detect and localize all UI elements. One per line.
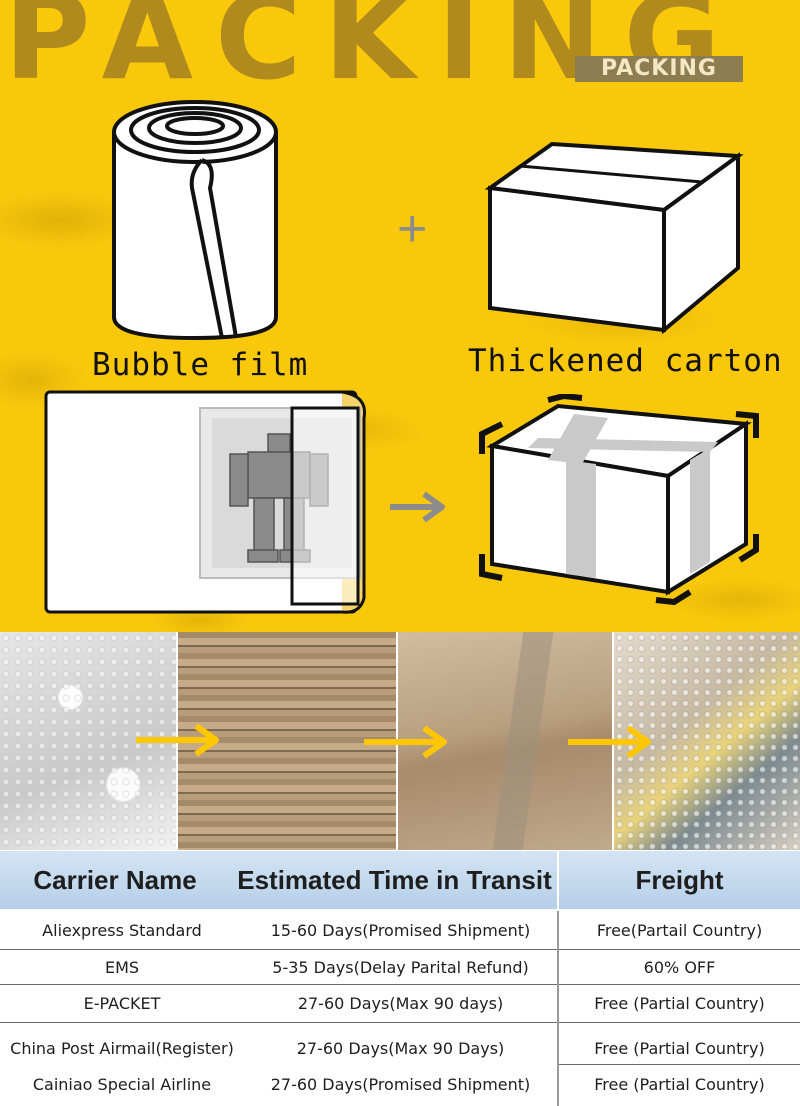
bubble-wrapped-package-photo [614,632,800,850]
table-row: Aliexpress Standard 15-60 Days(Promised … [0,911,800,949]
freight-cell: Free (Partial Country) [594,993,765,1013]
table-header: Carrier Name Estimated Time in Transit F… [0,851,800,909]
freight-cell: Free (Partial Country) [594,1074,765,1094]
arrow-right-icon [568,725,651,759]
header-carrier-name: Carrier Name [33,865,197,895]
transit-cell: 27-60 Days(Promised Shipment) [270,1074,531,1094]
table-row: E-PACKET 27-60 Days(Max 90 days) Free (P… [0,985,800,1021]
carrier-cell: Aliexpress Standard [42,920,202,940]
carrier-cell: Cainiao Special Airline [32,1074,212,1094]
header-freight: Freight [635,865,724,895]
plus-icon: + [397,200,428,258]
carton-box-icon [484,141,744,335]
carrier-cell: E-PACKET [83,993,161,1013]
header-divider [557,851,559,909]
bubble-film-label: Bubble film [92,347,309,383]
transit-cell: 27-60 Days(Max 90 Days) [296,1038,505,1058]
column-divider [557,911,559,1106]
carrier-cell: China Post Airmail(Register) [10,1038,234,1058]
row-divider [0,949,800,950]
arrow-right-icon [364,725,447,759]
header-transit-time: Estimated Time in Transit [237,865,552,895]
transit-cell: 27-60 Days(Max 90 days) [297,993,504,1013]
carrier-cell: EMS [104,957,140,977]
row-divider [0,984,800,985]
freight-cell: 60% OFF [643,957,716,977]
row-divider [559,1064,800,1065]
freight-cell: Free (Partial Country) [594,1038,765,1058]
packaging-photo-strip [0,632,800,850]
bubble-film-roll-icon [112,100,278,341]
shipping-table: Carrier Name Estimated Time in Transit F… [0,851,800,1106]
transit-cell: 5-35 Days(Delay Parital Refund) [272,957,529,977]
freight-cell: Free(Partail Country) [596,920,763,940]
table-row: EMS 5-35 Days(Delay Parital Refund) 60% … [0,950,800,984]
arrow-right-icon [136,723,219,757]
thickened-carton-label: Thickened carton [468,343,783,379]
table-row: Cainiao Special Airline 27-60 Days(Promi… [0,1067,800,1101]
sealed-carton-box-icon [479,394,759,606]
row-divider [0,1022,800,1023]
arrow-right-icon [390,491,445,523]
table-row: China Post Airmail(Register) 27-60 Days(… [0,1031,800,1065]
packing-banner: PACKING PACKING + Bubble film Thickened … [0,0,800,632]
packing-tag: PACKING [575,56,743,82]
wrapped-robot-figure-icon [44,390,367,614]
transit-cell: 15-60 Days(Promised Shipment) [270,920,531,940]
